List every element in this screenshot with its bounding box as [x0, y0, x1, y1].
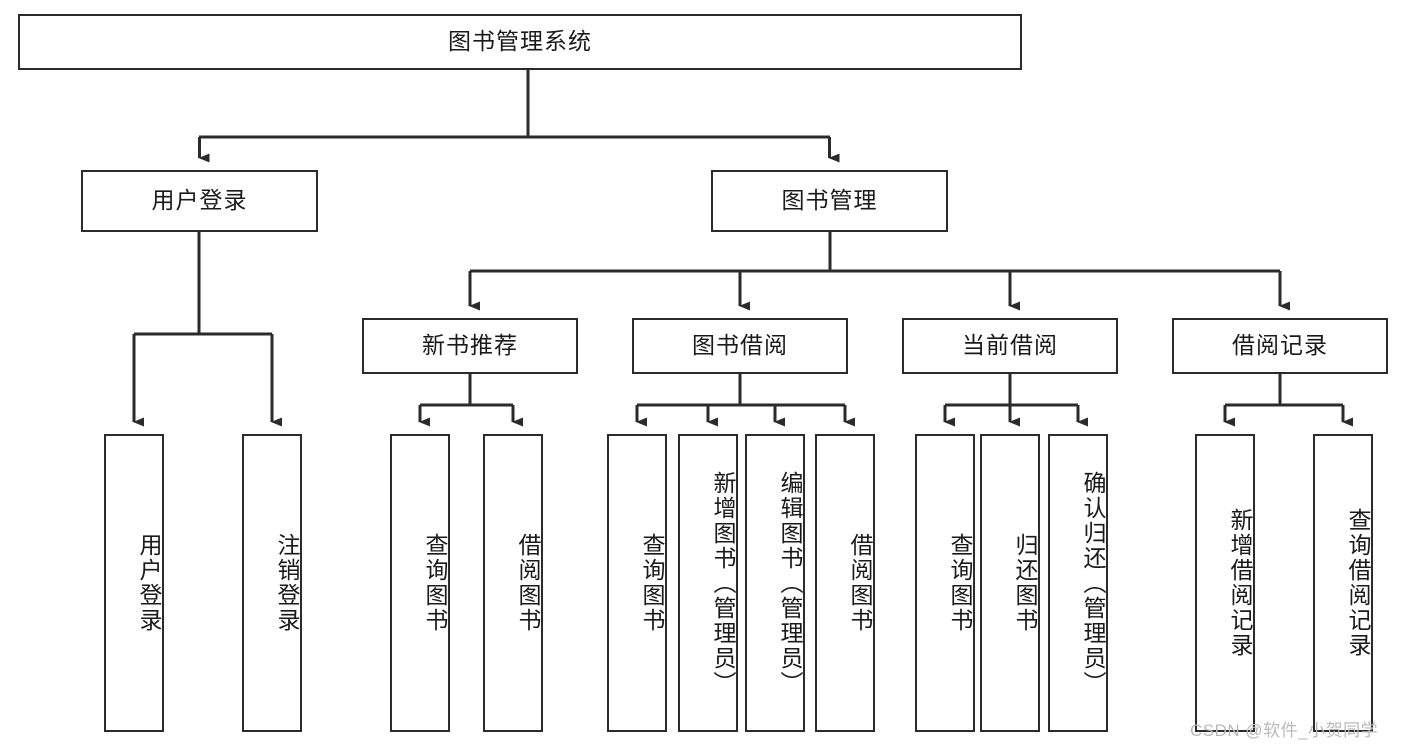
node-label: 图书借阅 [692, 332, 788, 359]
node-login[interactable]: 用户登录 [81, 170, 318, 232]
node-label: 归还图书 [1012, 533, 1038, 633]
node-leaf2[interactable]: 注销登录 [242, 434, 302, 732]
node-borrow[interactable]: 图书借阅 [632, 318, 848, 374]
node-label: 图书管理系统 [448, 28, 592, 55]
node-leaf6[interactable]: 新增图书（管理员） [678, 434, 738, 732]
node-label: 借阅记录 [1232, 332, 1328, 359]
node-record[interactable]: 借阅记录 [1172, 318, 1388, 374]
node-leaf7[interactable]: 编辑图书（管理员） [745, 434, 805, 732]
node-leaf1[interactable]: 用户登录 [104, 434, 164, 732]
node-label: 当前借阅 [962, 332, 1058, 359]
node-label: 编辑图书（管理员） [777, 470, 803, 696]
node-label: 借阅图书 [847, 533, 873, 633]
node-label: 注销登录 [274, 533, 300, 633]
node-leaf8[interactable]: 借阅图书 [815, 434, 875, 732]
node-leaf9[interactable]: 查询图书 [915, 434, 975, 732]
node-leaf13[interactable]: 查询借阅记录 [1313, 434, 1373, 732]
node-label: 查询图书 [422, 533, 448, 633]
node-root[interactable]: 图书管理系统 [18, 14, 1022, 70]
node-label: 查询图书 [947, 533, 973, 633]
node-label: 新增图书（管理员） [710, 470, 736, 696]
node-leaf4[interactable]: 借阅图书 [483, 434, 543, 732]
node-label: 借阅图书 [515, 533, 541, 633]
node-newbook[interactable]: 新书推荐 [362, 318, 578, 374]
node-label: 新增借阅记录 [1227, 508, 1253, 658]
node-leaf12[interactable]: 新增借阅记录 [1195, 434, 1255, 732]
node-label: 图书管理 [781, 187, 878, 214]
node-bookmgmt[interactable]: 图书管理 [711, 170, 948, 232]
node-leaf5[interactable]: 查询图书 [607, 434, 667, 732]
node-label: 用户登录 [136, 533, 162, 633]
node-label: 确认归还（管理员） [1080, 470, 1106, 696]
node-leaf11[interactable]: 确认归还（管理员） [1048, 434, 1108, 732]
csdn-watermark: CSDN @软件_小贺同学 [1190, 721, 1379, 740]
node-label: 查询借阅记录 [1345, 508, 1371, 658]
node-label: 查询图书 [639, 533, 665, 633]
node-label: 新书推荐 [422, 332, 518, 359]
edge-lines [132, 70, 1353, 427]
node-label: 用户登录 [151, 187, 248, 214]
node-current[interactable]: 当前借阅 [902, 318, 1118, 374]
node-leaf10[interactable]: 归还图书 [980, 434, 1040, 732]
node-leaf3[interactable]: 查询图书 [390, 434, 450, 732]
